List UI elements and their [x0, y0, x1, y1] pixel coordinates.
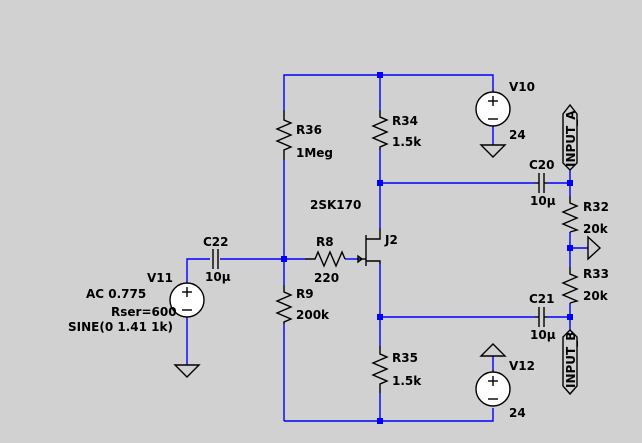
r35-ref: R35 [392, 351, 418, 365]
ground-symbol-right [587, 235, 602, 261]
r8-ref: R8 [316, 235, 334, 249]
r35-value: 1.5k [392, 374, 422, 388]
capacitor-c22[interactable] [212, 249, 219, 269]
v11-sine: SINE(0 1.41 1k) [68, 320, 173, 334]
c21-value: 10µ [530, 328, 556, 342]
v10-ref: V10 [509, 80, 535, 94]
r36-value: 1Meg [296, 146, 333, 160]
ground-symbol-v10 [479, 144, 507, 158]
r32-value: 20k [583, 222, 609, 236]
net-label-input-b[interactable]: INPUT_B [562, 329, 579, 396]
voltage-source-v10[interactable] [475, 90, 511, 127]
jfet-j2[interactable] [357, 228, 381, 266]
resistor-r33[interactable] [561, 267, 580, 304]
resistor-r32[interactable] [561, 196, 580, 233]
v12-value: 24 [509, 406, 526, 420]
input-a-label: INPUT_A [564, 110, 579, 167]
capacitor-c21[interactable] [535, 307, 547, 327]
v11-ref: V11 [147, 271, 173, 285]
resistor-r9[interactable] [275, 285, 293, 324]
j2-ref: J2 [384, 233, 398, 247]
resistor-r34[interactable] [371, 110, 389, 150]
resistor-r35[interactable] [371, 346, 389, 393]
r33-value: 20k [583, 289, 609, 303]
ground-symbol-v12 [479, 343, 507, 357]
r9-value: 200k [296, 308, 330, 322]
r34-value: 1.5k [392, 135, 422, 149]
resistor-r8[interactable] [305, 250, 346, 268]
c22-value: 10µ [205, 270, 231, 284]
r8-value: 220 [314, 271, 339, 285]
v11-rser: Rser=600 [111, 305, 177, 319]
r34-ref: R34 [392, 114, 418, 128]
c21-ref: C21 [529, 292, 555, 306]
input-b-label: INPUT_B [564, 332, 579, 388]
v11-ac: AC 0.775 [86, 287, 146, 301]
c20-ref: C20 [529, 158, 555, 172]
j2-model: 2SK170 [310, 198, 361, 212]
r32-ref: R32 [583, 200, 609, 214]
wires [186, 74, 588, 422]
net-label-input-a[interactable]: INPUT_A [562, 103, 579, 171]
v12-ref: V12 [509, 359, 535, 373]
junction-dots [281, 72, 573, 424]
r9-ref: R9 [296, 287, 314, 301]
r36-ref: R36 [296, 123, 322, 137]
ground-symbol-v11 [173, 364, 201, 378]
v10-value: 24 [509, 128, 526, 142]
resistor-r36[interactable] [275, 110, 293, 160]
voltage-source-v12[interactable] [475, 370, 511, 407]
r33-ref: R33 [583, 267, 609, 281]
capacitor-c20[interactable] [535, 173, 547, 193]
voltage-source-v11[interactable] [169, 282, 205, 318]
c22-ref: C22 [203, 235, 229, 249]
c20-value: 10µ [530, 194, 556, 208]
